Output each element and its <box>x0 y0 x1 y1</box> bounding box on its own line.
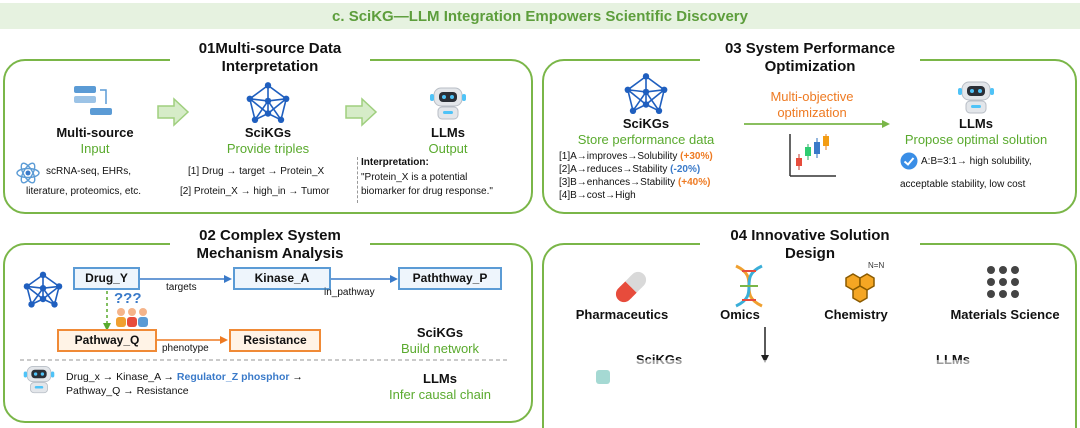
dots-grid-icon <box>987 266 1019 298</box>
p2-scikgs-subtitle: Build network <box>400 341 480 356</box>
robot-icon <box>958 81 994 114</box>
faded-icon <box>596 370 610 384</box>
down-arrow <box>761 327 769 363</box>
p3-scikgs-subtitle: Store performance data <box>577 132 715 147</box>
interpretation-label: Interpretation: <box>361 157 429 168</box>
field-chemistry: Chemistry <box>824 307 888 322</box>
panel2-title: 02 Complex System Mechanism Analysis <box>170 227 370 263</box>
interpretation-line-2: biomarker for drug response." <box>361 186 493 197</box>
performance-data-item: [4]B→cost→High <box>559 190 636 201</box>
capsule-icon <box>615 271 647 303</box>
edge-phenotype: phenotype <box>162 343 209 354</box>
network-icon <box>23 271 63 308</box>
svg-text:N=N: N=N <box>868 261 884 270</box>
causal-chain-line-1: Drug_x → Kinase_A → Regulator_Z phosphor… <box>66 371 303 383</box>
performance-data-item: [2]A→reduces→Stability (-20%) <box>559 164 701 175</box>
robot-icon <box>23 365 55 394</box>
node-resistance: Resistance <box>229 329 321 352</box>
p3-scikgs-title: SciKGs <box>622 116 670 131</box>
solution-line-1: A:B=3:1→ high solubility, <box>921 156 1032 167</box>
p3-llms-title: LLMs <box>959 116 993 131</box>
multi-source-title: Multi-source <box>56 125 134 140</box>
p3-llms-subtitle: Propose optimal solution <box>904 132 1048 147</box>
multi-source-icon <box>74 86 112 115</box>
edge-targets: targets <box>166 282 197 293</box>
node-kinase: Kinase_A <box>233 267 331 290</box>
candlestick-chart-icon <box>789 134 836 177</box>
llms-subtitle: Output <box>428 141 468 156</box>
field-materials-science: Materials Science <box>950 307 1060 322</box>
performance-data-item: [3]B→enhances→Stability (+40%) <box>559 177 711 188</box>
multi-source-subtitle: Input <box>80 141 110 156</box>
solution-line-2: acceptable stability, low cost <box>900 179 1026 190</box>
multi-source-desc-2: literature, proteomics, etc. <box>26 186 142 197</box>
performance-data-list: [1]A→improves→Solubility (+30%) [2]A→redu… <box>559 150 713 202</box>
field-omics: Omics <box>720 307 760 322</box>
robot-icon <box>430 87 466 120</box>
network-icon <box>624 73 668 114</box>
interpretation-divider <box>357 157 358 203</box>
node-pathway-p: Paththway_P <box>398 267 502 290</box>
p2-llms-subtitle: Infer causal chain <box>389 387 491 402</box>
arrow-right-icon <box>744 120 890 128</box>
fade-overlay <box>560 360 1075 428</box>
molecule-icon: N=N <box>845 261 884 303</box>
panel4-title: 04 Innovative Solution Design <box>700 227 920 263</box>
banner-title: c. SciKG—LLM Integration Empowers Scient… <box>0 3 1080 29</box>
check-circle-icon <box>900 152 918 170</box>
causal-chain-line-2: Pathway_Q → Resistance <box>66 385 189 397</box>
panel3-title: 03 System Performance Optimization <box>700 40 920 76</box>
mechanism-edges <box>20 275 510 361</box>
field-pharmaceutics: Pharmaceutics <box>575 307 669 322</box>
p2-llms-title: LLMs <box>423 371 457 386</box>
atom-icon <box>16 162 40 184</box>
node-pathway-q: Pathway_Q <box>57 329 157 352</box>
node-drug: Drug_Y <box>73 267 140 290</box>
p2-scikgs-title: SciKGs <box>416 325 464 340</box>
panel1-title: 01Multi-source Data Interpretation <box>170 40 370 76</box>
performance-data-item: [1]A→improves→Solubility (+30%) <box>559 151 713 162</box>
edge-in-pathway: in_pathway <box>324 287 375 298</box>
dna-icon <box>735 264 763 308</box>
multi-source-desc-1: scRNA-seq, EHRs, <box>46 166 132 177</box>
triple-2: [2] Protein_X → high_in → Tumor <box>180 186 330 197</box>
llms-title: LLMs <box>431 125 465 140</box>
people-icon <box>116 308 148 327</box>
interpretation-line-1: "Protein_X is a potential <box>361 172 468 183</box>
triple-1: [1] Drug → target → Protein_X <box>188 166 325 177</box>
arrow-right-icon <box>345 97 378 127</box>
multi-objective-label: Multi-objective optimization <box>770 89 854 120</box>
question-marks: ??? <box>114 290 142 307</box>
arrow-right-icon <box>157 97 190 127</box>
scikgs-title: SciKGs <box>244 125 292 140</box>
scikgs-subtitle: Provide triples <box>226 141 310 156</box>
network-icon <box>246 82 290 123</box>
